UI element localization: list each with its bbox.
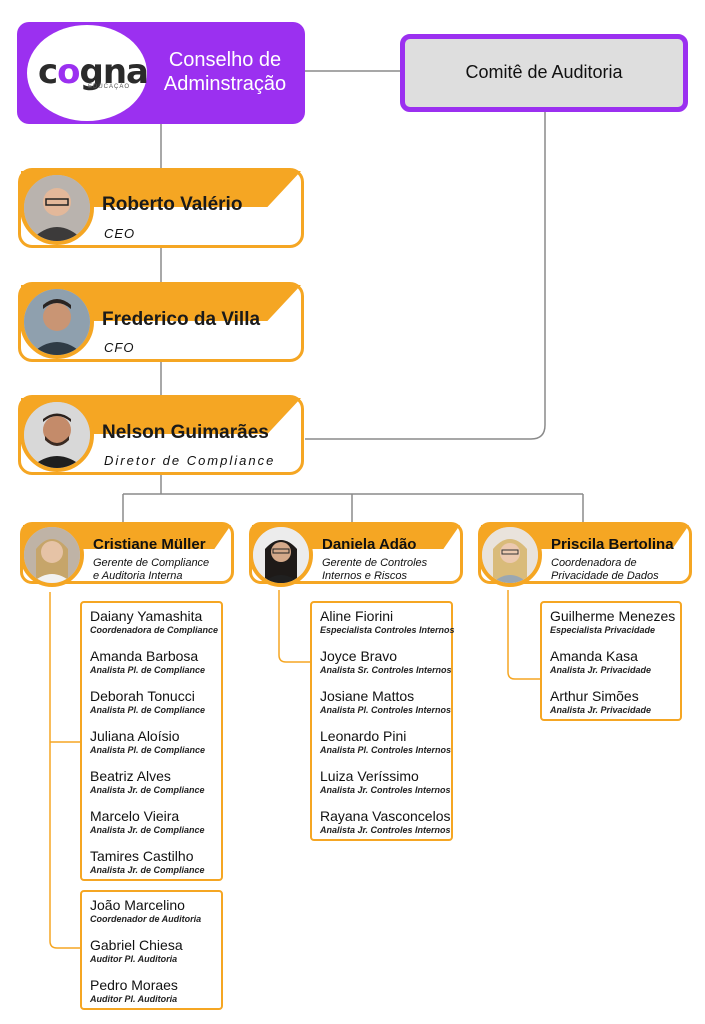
avatar-photo xyxy=(20,398,94,472)
compliance-team-list: Daiany Yamashita Coordenadora de Complia… xyxy=(80,601,223,881)
exec-role: CEO xyxy=(104,226,136,241)
list-item: Rayana Vasconcelos Analista Jr. Controle… xyxy=(320,808,451,835)
exec-role: Diretor de Compliance xyxy=(104,453,276,468)
exec-name: Nelson Guimarães xyxy=(102,422,269,443)
controls-team-list: Aline Fiorini Especialista Controles Int… xyxy=(310,601,455,841)
audit-committee-label: Comitê de Auditoria xyxy=(465,62,623,82)
exec-role: CFO xyxy=(104,340,135,355)
list-item: Aline Fiorini Especialista Controles Int… xyxy=(320,608,455,635)
privacy-team-list: Guilherme Menezes Especialista Privacida… xyxy=(540,601,682,721)
audit-team-list: João Marcelino Coordenador de Auditoria … xyxy=(80,890,223,1010)
list-item: Amanda Kasa Analista Jr. Privacidade xyxy=(550,648,652,675)
manager-role: Coordenadora de Privacidade de Dados xyxy=(551,557,659,582)
list-item: Beatriz Alves Analista Jr. de Compliance xyxy=(90,768,205,795)
cogna-logo-text: cogna xyxy=(38,52,149,92)
board-title: Conselho de Adminstração xyxy=(163,49,287,95)
manager-role: Gerente de Compliance e Auditoria Intern… xyxy=(93,557,210,582)
manager-role: Gerente de Controles Internos e Riscos xyxy=(322,557,428,582)
list-item: Leonardo Pini Analista Pl. Controles Int… xyxy=(320,728,452,755)
manager-name: Cristiane Müller xyxy=(93,536,206,553)
cogna-logo-subtitle: EDUCAÇÃO xyxy=(88,84,131,90)
list-item: Guilherme Menezes Especialista Privacida… xyxy=(550,608,676,635)
list-item: Tamires Castilho Analista Jr. de Complia… xyxy=(90,848,205,875)
avatar-photo xyxy=(20,523,84,587)
list-item: Luiza Veríssimo Analista Jr. Controles I… xyxy=(320,768,451,795)
list-item: Daiany Yamashita Coordenadora de Complia… xyxy=(90,608,219,635)
list-item: Juliana Aloísio Analista Pl. de Complian… xyxy=(90,728,206,755)
list-item: Arthur Simões Analista Jr. Privacidade xyxy=(550,688,652,715)
exec-name: Frederico da Villa xyxy=(102,309,261,330)
list-item: Pedro Moraes Auditor Pl. Auditoria xyxy=(90,977,178,1004)
list-item: João Marcelino Coordenador de Auditoria xyxy=(90,897,202,924)
exec-name: Roberto Valério xyxy=(102,194,243,215)
manager-name: Daniela Adão xyxy=(322,536,417,553)
cogna-logo xyxy=(27,25,147,121)
list-item: Amanda Barbosa Analista Pl. de Complianc… xyxy=(90,648,206,675)
list-item: Joyce Bravo Analista Sr. Controles Inter… xyxy=(320,648,452,675)
list-item: Marcelo Vieira Analista Jr. de Complianc… xyxy=(90,808,205,835)
avatar-photo xyxy=(249,523,313,587)
avatar-photo xyxy=(478,523,542,587)
list-item: Josiane Mattos Analista Pl. Controles In… xyxy=(320,688,452,715)
audit-committee-box xyxy=(400,34,688,112)
list-item: Deborah Tonucci Analista Pl. de Complian… xyxy=(90,688,206,715)
avatar-photo xyxy=(20,171,94,245)
avatar-photo xyxy=(20,285,94,359)
manager-name: Priscila Bertolina xyxy=(551,536,674,553)
list-item: Gabriel Chiesa Auditor Pl. Auditoria xyxy=(90,937,183,964)
